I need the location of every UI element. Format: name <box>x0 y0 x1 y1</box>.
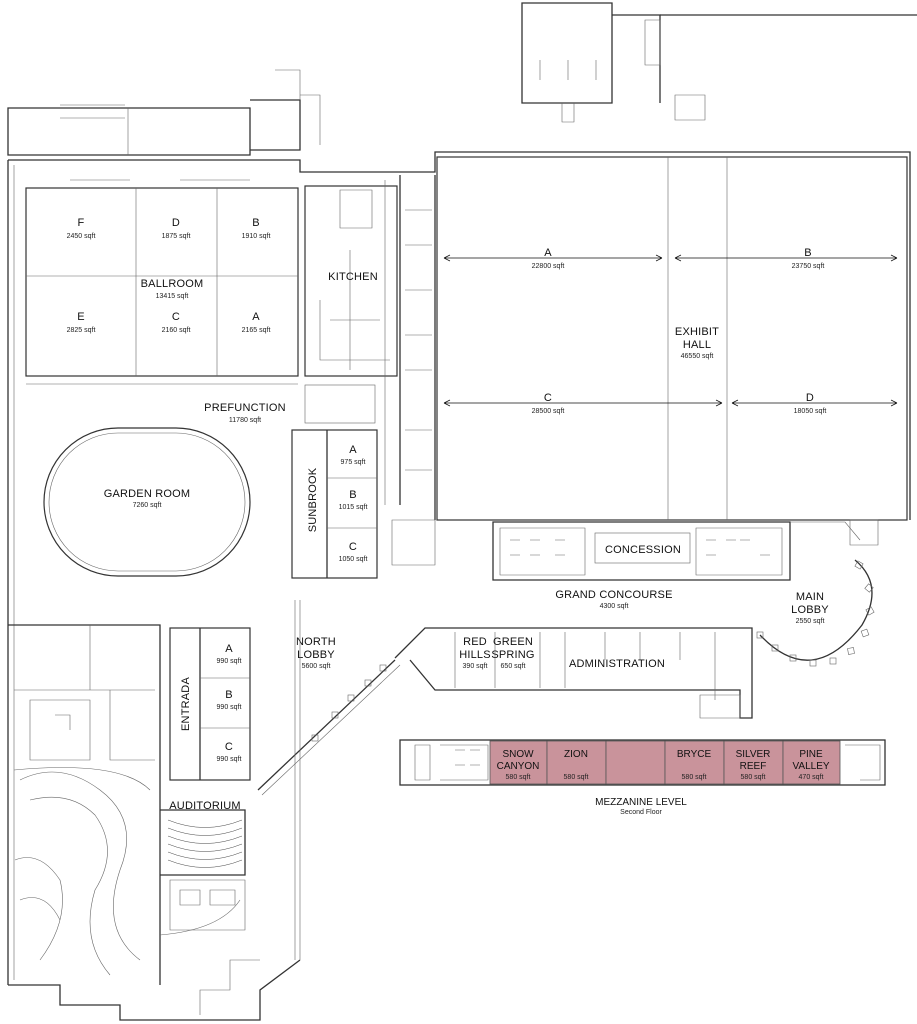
red-hills-title-2: HILLS <box>459 649 491 661</box>
main-lobby-title-1: MAIN <box>796 591 824 603</box>
exhibit-c-area: 28500 sqft <box>532 408 565 415</box>
snow-canyon-title-2: CANYON <box>497 761 540 772</box>
grand-concourse-area: 4300 sqft <box>600 603 629 610</box>
exhibit-hall-title-2: HALL <box>683 339 711 351</box>
auditorium: AUDITORIUM <box>159 800 246 936</box>
exhibit-a-label: A <box>544 247 552 259</box>
garden-room-title: GARDEN ROOM <box>104 488 191 500</box>
pine-valley-area: 470 sqft <box>799 774 824 781</box>
kitchen-title: KITCHEN <box>328 271 378 283</box>
bryce-area: 580 sqft <box>682 774 707 781</box>
green-spring-title-2: SPRING <box>491 649 534 661</box>
snow-canyon-title-1: SNOW <box>502 749 534 760</box>
entrada-a-label: A <box>225 643 233 655</box>
silver-reef-area: 580 sqft <box>741 774 766 781</box>
red-hills-area: 390 sqft <box>463 663 488 670</box>
garden-room-area: 7260 sqft <box>133 502 162 509</box>
silver-reef-title-2: REEF <box>740 761 767 772</box>
silver-reef-title-1: SILVER <box>736 749 771 760</box>
ballroom-e-area: 2825 sqft <box>67 327 96 334</box>
north-lobby-title-2: LOBBY <box>297 649 335 661</box>
mez-bryce <box>664 740 725 785</box>
main-lobby: MAIN LOBBY 2550 sqft <box>756 559 875 667</box>
pine-valley-title-1: PINE <box>799 749 823 760</box>
mezzanine-level: SNOW CANYON 580 sqft ZION 580 sqft BRYCE… <box>399 739 886 816</box>
entrada: ENTRADA A 990 sqft B 990 sqft C 990 sqft <box>169 627 251 781</box>
sunbrook-c-label: C <box>349 541 357 553</box>
ballroom-f-label: F <box>78 217 85 229</box>
west-wing <box>8 624 301 1021</box>
ballroom-area: 13415 sqft <box>156 293 189 300</box>
ballroom-title: BALLROOM <box>141 278 204 290</box>
mez-snow-canyon <box>489 740 548 785</box>
exhibit-hall-title-1: EXHIBIT <box>675 326 719 338</box>
red-hills-title-1: RED <box>463 636 487 648</box>
exhibit-hall-area: 46550 sqft <box>681 353 714 360</box>
ballroom-a-label: A <box>252 311 260 323</box>
entrada-b-label: B <box>225 689 233 701</box>
prefunction-area: 11780 sqft <box>229 417 261 424</box>
exhibit-b-area: 23750 sqft <box>792 263 825 270</box>
concourse-block: CONCESSION GRAND CONCOURSE 4300 sqft <box>391 519 879 610</box>
grand-concourse-title: GRAND CONCOURSE <box>555 589 672 601</box>
exhibit-a-area: 22800 sqft <box>532 263 565 270</box>
ballroom-c-area: 2160 sqft <box>162 327 191 334</box>
pine-valley-title-2: VALLEY <box>792 761 829 772</box>
green-spring-title-1: GREEN <box>493 636 533 648</box>
kitchen: KITCHEN <box>304 185 398 377</box>
sunbrook-b-label: B <box>349 489 357 501</box>
administration-title: ADMINISTRATION <box>569 658 665 670</box>
ballroom-b-area: 1910 sqft <box>242 233 271 240</box>
ballroom-d-label: D <box>172 217 180 229</box>
ballroom-b-label: B <box>252 217 260 229</box>
entrada-c-label: C <box>225 741 233 753</box>
main-lobby-area: 2550 sqft <box>796 618 825 625</box>
mezzanine-title: MEZZANINE LEVEL <box>595 797 687 808</box>
mez-zion <box>546 740 607 785</box>
green-spring-area: 650 sqft <box>501 663 526 670</box>
mez-pine-valley <box>782 740 841 785</box>
prefunction-title: PREFUNCTION <box>204 402 286 414</box>
exhibit-hall: A 22800 sqft B 23750 sqft EXHIBIT HALL 4… <box>436 156 908 521</box>
ballroom: F 2450 sqft D 1875 sqft B 1910 sqft BALL… <box>25 179 299 377</box>
prefunction: PREFUNCTION 11780 sqft <box>26 383 376 424</box>
entrada-title: ENTRADA <box>180 677 192 731</box>
ballroom-d-area: 1875 sqft <box>162 233 191 240</box>
exhibit-d-area: 18050 sqft <box>794 408 827 415</box>
north-lobby-title-1: NORTH <box>296 636 336 648</box>
exhibit-c-label: C <box>544 392 552 404</box>
entrada-b-area: 990 sqft <box>217 704 242 711</box>
concession-title: CONCESSION <box>605 544 681 556</box>
auditorium-title: AUDITORIUM <box>169 800 240 812</box>
garden-room: GARDEN ROOM 7260 sqft <box>43 427 251 577</box>
sunbrook-b-area: 1015 sqft <box>339 504 368 511</box>
sunbrook: SUNBROOK A 975 sqft B 1015 sqft C 1050 s… <box>291 429 378 579</box>
snow-canyon-area: 580 sqft <box>506 774 531 781</box>
exhibit-d-label: D <box>806 392 814 404</box>
exhibit-b-label: B <box>804 247 812 259</box>
north-lobby: NORTH LOBBY 5600 sqft <box>257 636 401 796</box>
ballroom-a-area: 2165 sqft <box>242 327 271 334</box>
bryce-title: BRYCE <box>677 749 712 760</box>
sunbrook-title: SUNBROOK <box>307 467 319 532</box>
ballroom-c-label: C <box>172 311 180 323</box>
entrada-c-area: 990 sqft <box>217 756 242 763</box>
north-lobby-area: 5600 sqft <box>302 663 331 670</box>
zion-area: 580 sqft <box>564 774 589 781</box>
ballroom-f-area: 2450 sqft <box>67 233 96 240</box>
administration-wing: RED HILLS 390 sqft GREEN SPRING 650 sqft… <box>394 627 753 719</box>
mez-unlabeled <box>605 740 666 785</box>
sunbrook-a-label: A <box>349 444 357 456</box>
building-outline <box>7 2 917 985</box>
sunbrook-c-area: 1050 sqft <box>339 556 368 563</box>
main-lobby-title-2: LOBBY <box>791 604 829 616</box>
entrada-a-area: 990 sqft <box>217 658 242 665</box>
sunbrook-a-area: 975 sqft <box>341 459 366 466</box>
ballroom-e-label: E <box>77 311 85 323</box>
north-lobby-wall <box>294 600 301 960</box>
zion-title: ZION <box>564 749 588 760</box>
mezzanine-subtitle: Second Floor <box>620 809 662 816</box>
service-corridor <box>384 175 436 520</box>
